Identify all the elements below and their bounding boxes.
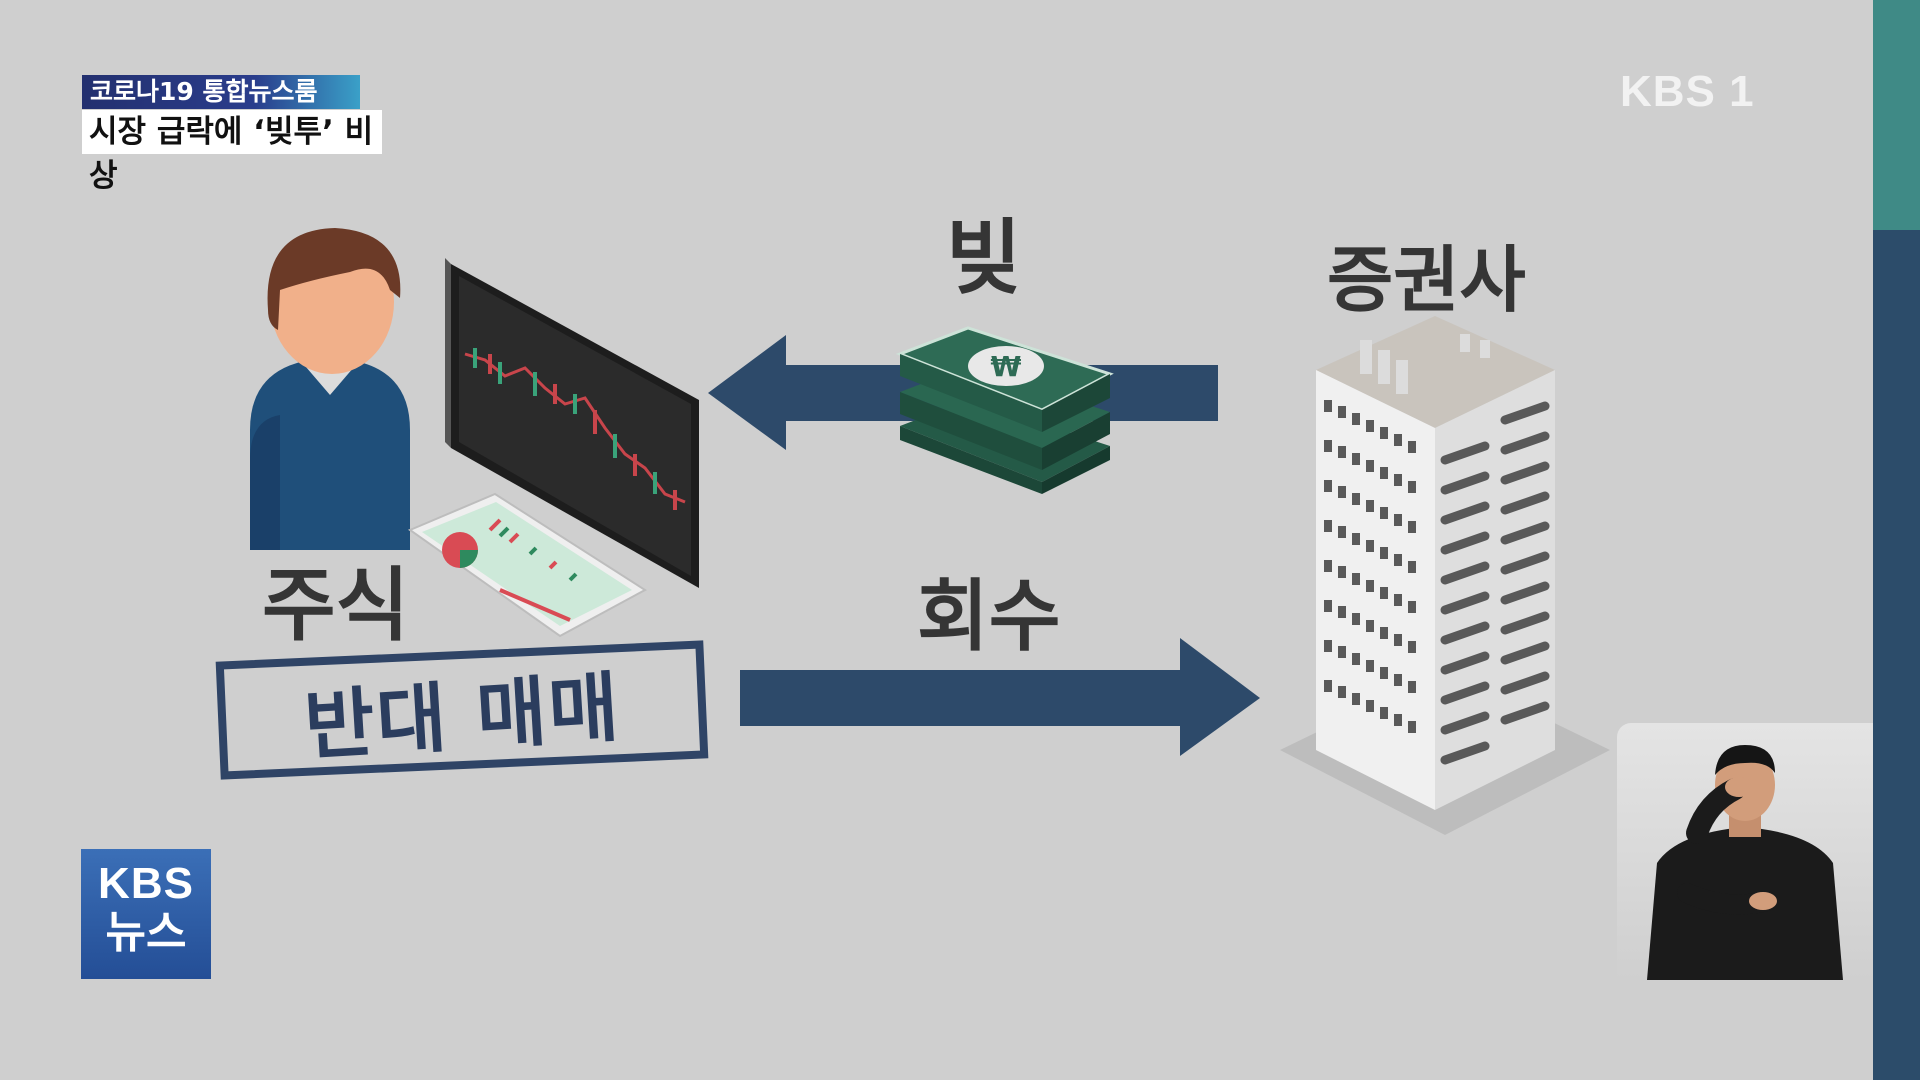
won-symbol: ₩ [991,350,1022,383]
stock-chart-monitor [445,258,699,588]
label-debt: 빚 [946,211,1022,306]
headline-title: 시장 급락에 ‘빚투’ 비상 [82,110,382,194]
building-windows-right [1440,401,1550,765]
investor-person-illustration [250,228,410,550]
label-securities-firm: 증권사 [1327,238,1526,322]
building-windows-left [1324,400,1416,733]
news-logo-line2: 뉴스 [105,907,187,958]
reverse-trade-box: 반대 매매 [215,640,709,780]
kbs-news-logo: KBS 뉴스 [81,849,211,979]
person-body [250,360,410,550]
label-reverse-trade: 반대 매매 [301,662,623,771]
news-logo-line1: KBS [98,859,194,908]
headline-top-bar: 코로나19 통합뉴스룸 [82,75,360,109]
tablet-chart [407,492,647,638]
interpreter-figure [1647,745,1843,980]
arrow-right-collect [740,638,1260,756]
label-stock: 주식 [262,559,410,652]
kbs1-logo: KBS 1 [1620,67,1755,116]
securities-building-icon [1280,316,1610,835]
edge-strip [1873,0,1920,1080]
label-collect: 회수 [917,572,1061,662]
sign-language-interpreter-panel [1617,723,1873,980]
cash-stack-icon: ₩ [896,326,1114,494]
person-hair [267,228,401,330]
